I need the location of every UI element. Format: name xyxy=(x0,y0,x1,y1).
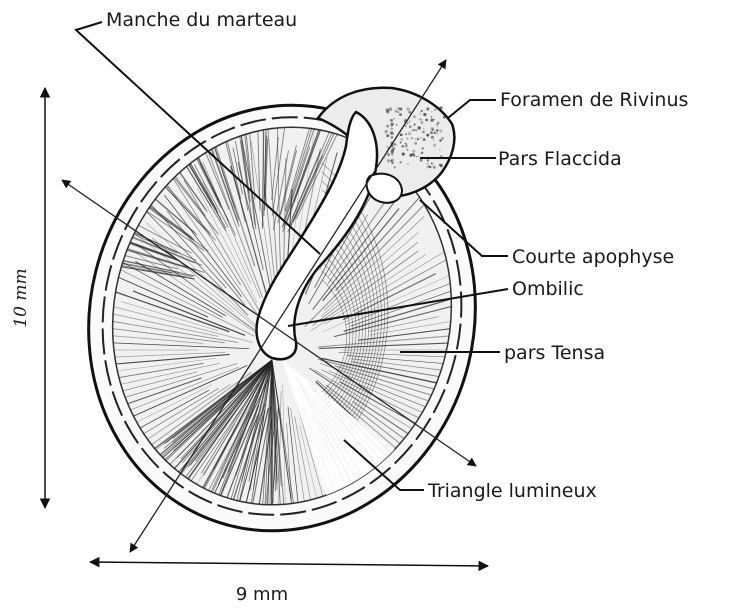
label-ombilic: Ombilic xyxy=(512,278,584,300)
label-width-dimension: 9 mm xyxy=(236,584,288,605)
label-triangle-lumineux: Triangle lumineux xyxy=(427,480,597,502)
label-pars-flaccida: Pars Flaccida xyxy=(498,148,622,170)
label-manche-du-marteau: Manche du marteau xyxy=(106,9,297,31)
label-height-dimension: 10 mm xyxy=(11,268,31,327)
label-foramen-de-rivinus: Foramen de Rivinus xyxy=(500,89,688,111)
label-courte-apophyse: Courte apophyse xyxy=(512,246,674,268)
label-pars-tensa: pars Tensa xyxy=(504,342,605,364)
width-dimension-arrow xyxy=(90,562,488,566)
